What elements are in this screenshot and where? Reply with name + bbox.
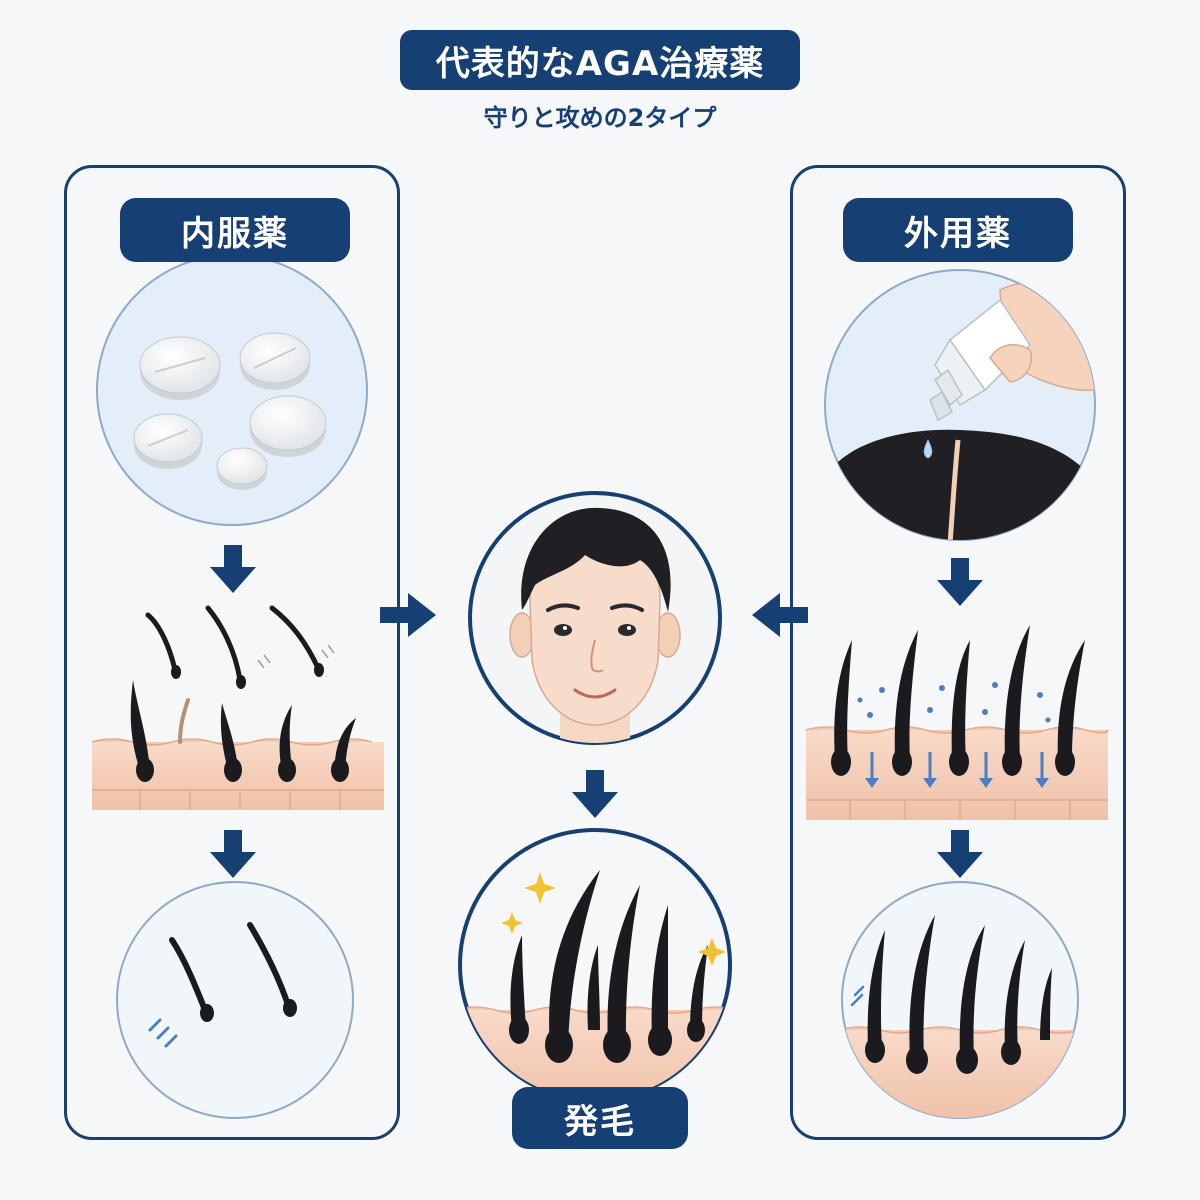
arrow-down-icon [210, 545, 256, 593]
face-icon [468, 491, 722, 745]
arrow-down-icon [937, 830, 983, 878]
hair-follicle-icon [91, 605, 384, 810]
arrow-right-icon [380, 593, 436, 637]
pill-icon [249, 395, 327, 457]
sparkle-icon [524, 872, 556, 904]
hair-retained-illustration [116, 881, 354, 1119]
pill-icon [239, 332, 311, 390]
arrow-down-icon [937, 558, 983, 606]
hair-growth-illustration [458, 828, 732, 1102]
sparkle-icon [698, 938, 726, 966]
arrow-left-icon [752, 593, 808, 637]
page-subtitle: 守りと攻めの2タイプ [483, 104, 717, 132]
sparkle-icon [501, 912, 523, 934]
oral-medicine-label: 内服薬 [120, 198, 350, 262]
topical-application-illustration [824, 269, 1096, 541]
arrow-down-icon [210, 830, 256, 878]
pill-icon [133, 413, 203, 469]
hair-growth-label: 発毛 [512, 1087, 688, 1149]
pill-icon [139, 336, 221, 400]
dropper-bottle-icon [929, 298, 1031, 422]
arrow-down-icon [572, 770, 618, 818]
pills-illustration [96, 254, 368, 526]
topical-medicine-label: 外用薬 [843, 198, 1073, 262]
hair-follicle-icon [805, 625, 1109, 820]
pill-icon [216, 447, 268, 490]
page-title: 代表的なAGA治療薬 [400, 30, 800, 90]
hair-regrowth-illustration [841, 881, 1079, 1119]
